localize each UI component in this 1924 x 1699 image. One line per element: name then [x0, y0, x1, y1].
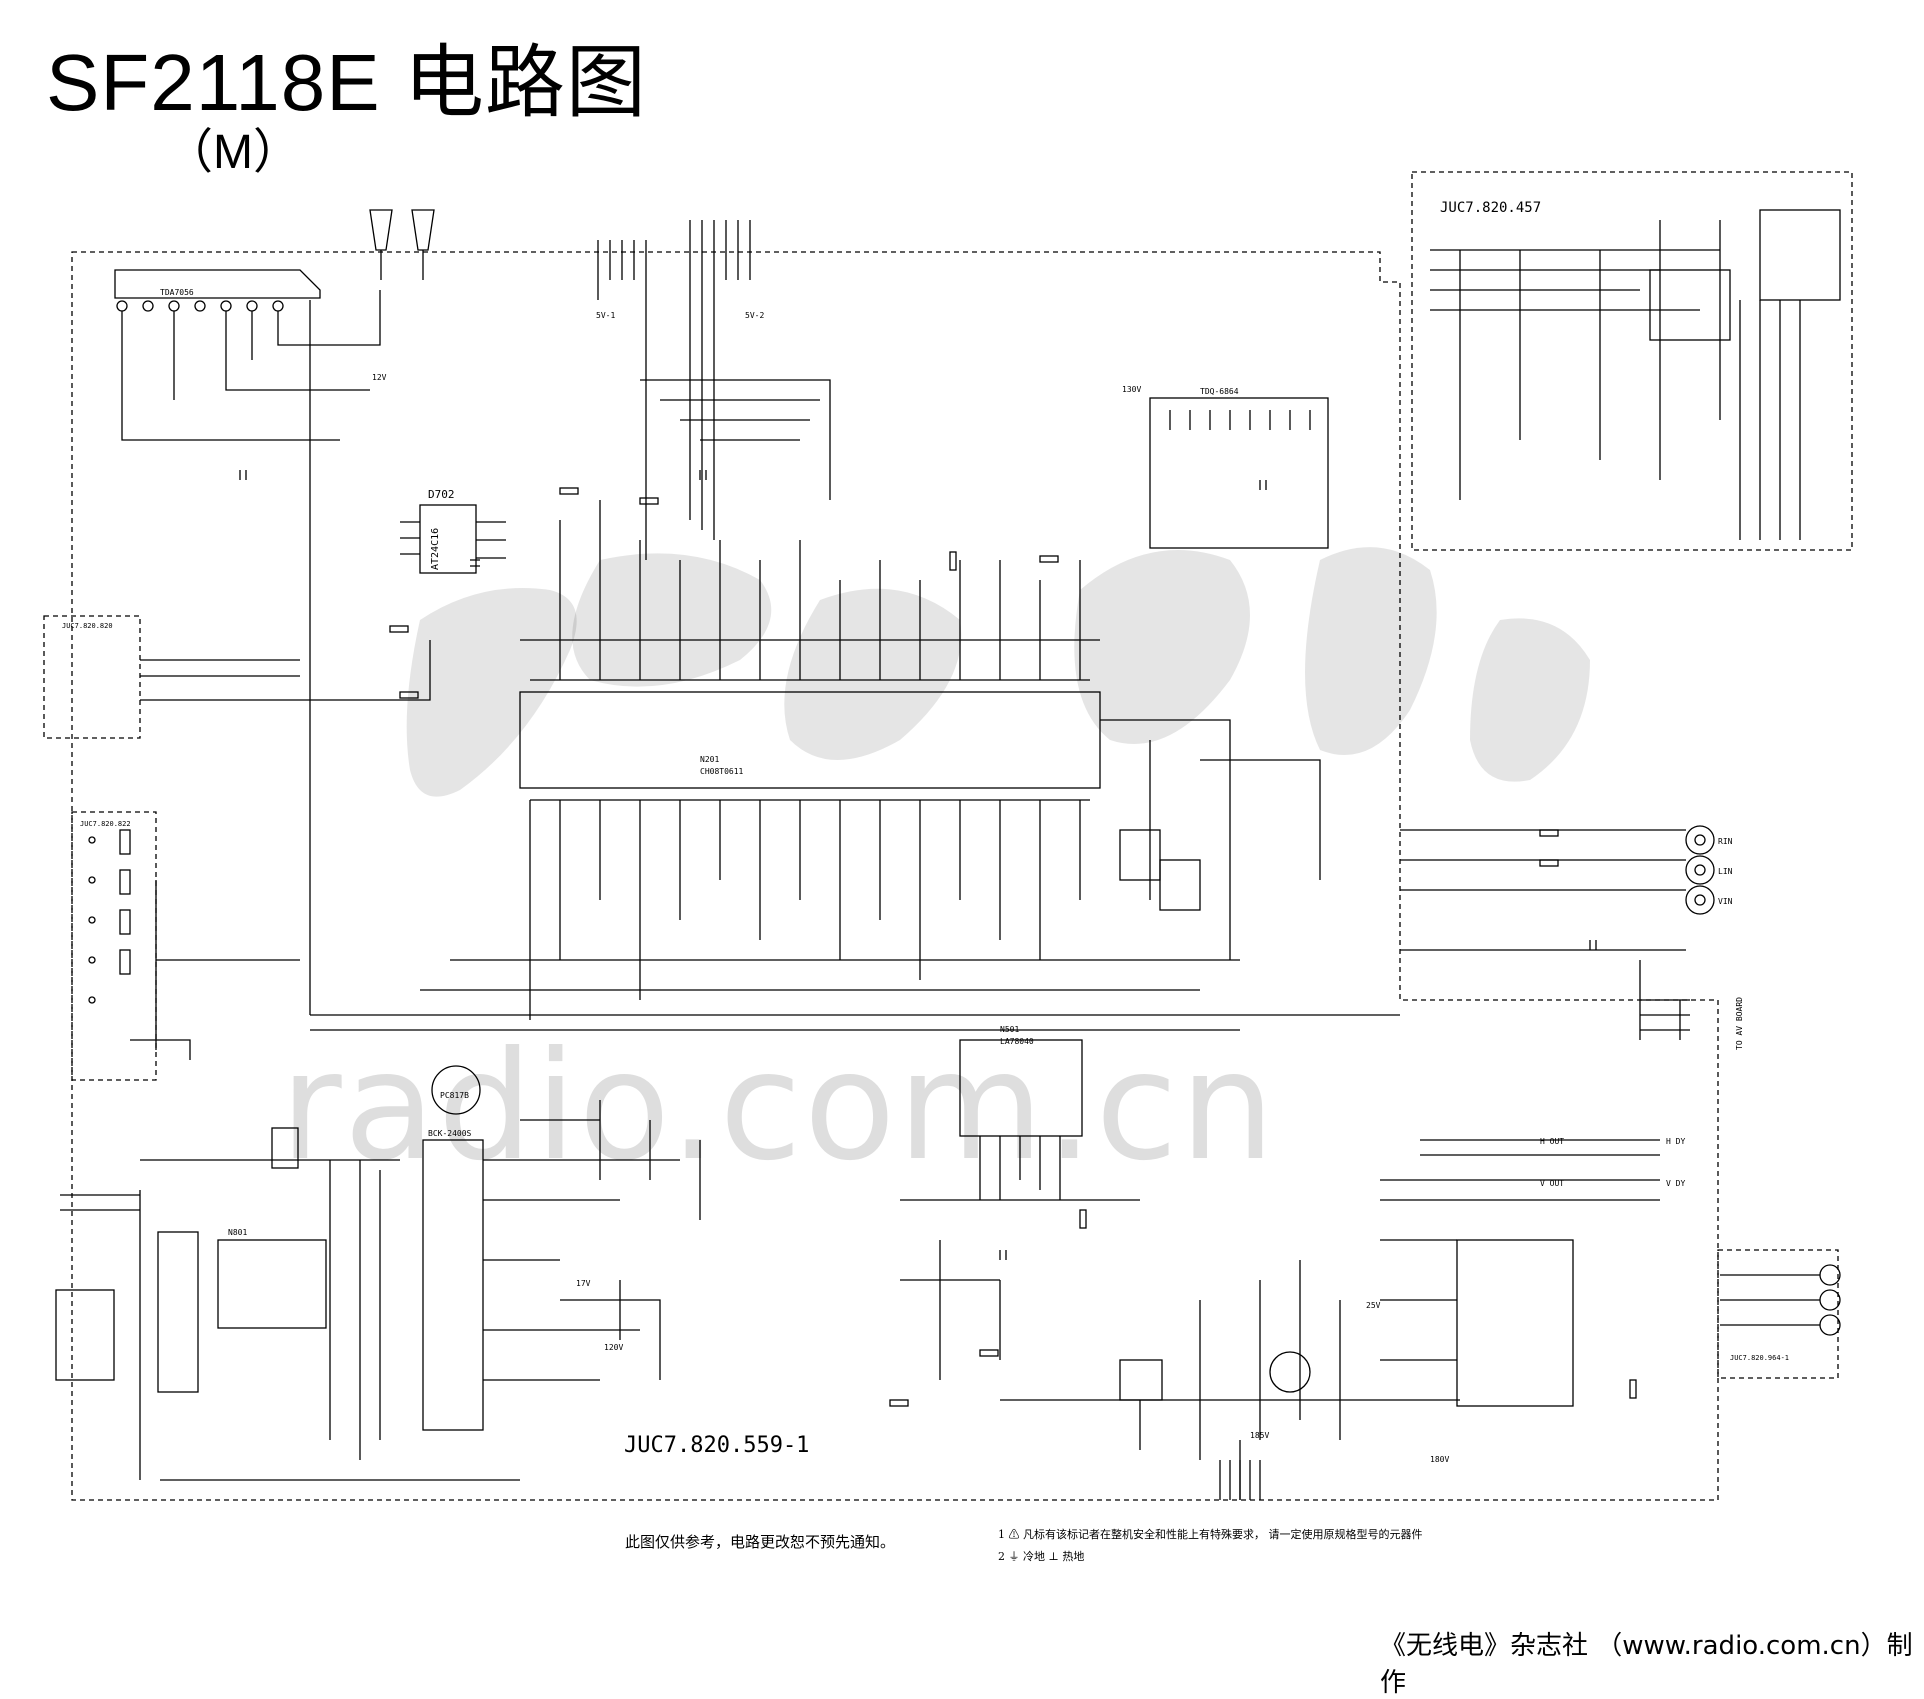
label-voltage-4: 17V	[576, 1279, 591, 1288]
label-key-board: JUC7.820.822	[80, 820, 131, 828]
label-remote-board: JUC7.820.820	[62, 622, 113, 630]
power-supply	[55, 1065, 701, 1481]
label-d702: D702	[428, 488, 455, 501]
eeprom-body	[419, 504, 477, 574]
page-title: SF2118E 电路图	[46, 38, 647, 127]
remote-board-outline	[43, 615, 141, 739]
label-la78040: LA78040	[1000, 1037, 1034, 1046]
label-voltage-1: 5V-2	[745, 311, 764, 320]
footer-legend: 1 ⚠ 凡标有该标记者在整机安全和性能上有特殊要求， 请一定使用原规格型号的元器…	[998, 1524, 1423, 1568]
label-signal-1: LIN	[1718, 867, 1733, 876]
footer-legend-2: 2 ⏚ 冷地 ⊥ 热地	[998, 1550, 1085, 1563]
speaker-left	[369, 209, 393, 251]
watermark-text: radio.com.cn	[280, 1020, 1277, 1194]
label-voltage-6: 185V	[1250, 1431, 1269, 1440]
av-board-outline	[1717, 1249, 1839, 1379]
tda7056-pins	[116, 300, 284, 312]
tda7056-body	[114, 269, 321, 299]
label-n501: N501	[1000, 1025, 1019, 1034]
label-signal-5: H DY	[1666, 1137, 1685, 1146]
av-jacks	[1400, 825, 1715, 1040]
label-n801: N801	[228, 1228, 247, 1237]
crt-board-outline	[1411, 171, 1853, 551]
label-n201: N201	[700, 755, 719, 764]
main-board-outline	[71, 251, 1719, 1501]
page-subtitle: （M）	[165, 126, 301, 179]
label-tda7056: TDA7056	[160, 288, 194, 297]
label-pc817b: PC817B	[440, 1091, 469, 1100]
av-board-jacks	[1720, 1264, 1841, 1336]
label-voltage-2: 130V	[1122, 385, 1141, 394]
label-voltage-8: 25V	[1366, 1301, 1381, 1310]
label-signal-0: RIN	[1718, 837, 1733, 846]
label-voltage-7: 180V	[1430, 1455, 1449, 1464]
credit-line: 《无线电》杂志社 （www.radio.com.cn）制作	[1380, 1631, 1913, 1698]
main-ic-body	[519, 691, 1101, 789]
watermark-brush	[406, 547, 1590, 797]
resistor-symbols	[389, 487, 1637, 1407]
schematic-labels: TDA7056 D702 AT24C16 N201 CH08T0611 N501…	[62, 200, 1789, 1464]
label-voltage-3: 12V	[372, 373, 387, 382]
label-voltage-5: 120V	[604, 1343, 623, 1352]
tuner-body	[1149, 397, 1329, 549]
label-tuner: TDQ-6864	[1200, 387, 1239, 396]
speaker-right	[411, 209, 435, 251]
capacitor-symbols	[239, 470, 1597, 1260]
crt-board-wiring	[1430, 209, 1841, 540]
footer-legend-1: 1 ⚠ 凡标有该标记者在整机安全和性能上有特殊要求， 请一定使用原规格型号的元器…	[998, 1528, 1423, 1541]
label-at24c16: AT24C16	[430, 528, 441, 570]
label-voltage-0: 5V-1	[596, 311, 615, 320]
label-signal-7: TO AV BOARD	[1735, 997, 1744, 1050]
label-signal-3: H OUT	[1540, 1137, 1564, 1146]
label-main-board: JUC7.820.559-1	[624, 1433, 809, 1458]
fbt-body	[1456, 1239, 1574, 1407]
vertical-ic-body	[959, 1039, 1083, 1137]
label-fbt: BCK-2400S	[428, 1129, 472, 1138]
label-signal-2: VIN	[1718, 897, 1733, 906]
label-signal-4: V OUT	[1540, 1179, 1564, 1188]
label-ch08t0611: CH08T0611	[700, 767, 744, 776]
label-crt-board: JUC7.820.457	[1440, 200, 1541, 216]
footer-note: 此图仅供参考，电路更改恕不预先通知。	[625, 1533, 896, 1551]
label-signal-6: V DY	[1666, 1179, 1685, 1188]
label-av-board: JUC7.820.964-1	[1730, 1354, 1789, 1362]
key-switches	[88, 829, 131, 1004]
schematic-diagram: TDA7056 D702 AT24C16 N201 CH08T0611 N501…	[43, 171, 1853, 1501]
